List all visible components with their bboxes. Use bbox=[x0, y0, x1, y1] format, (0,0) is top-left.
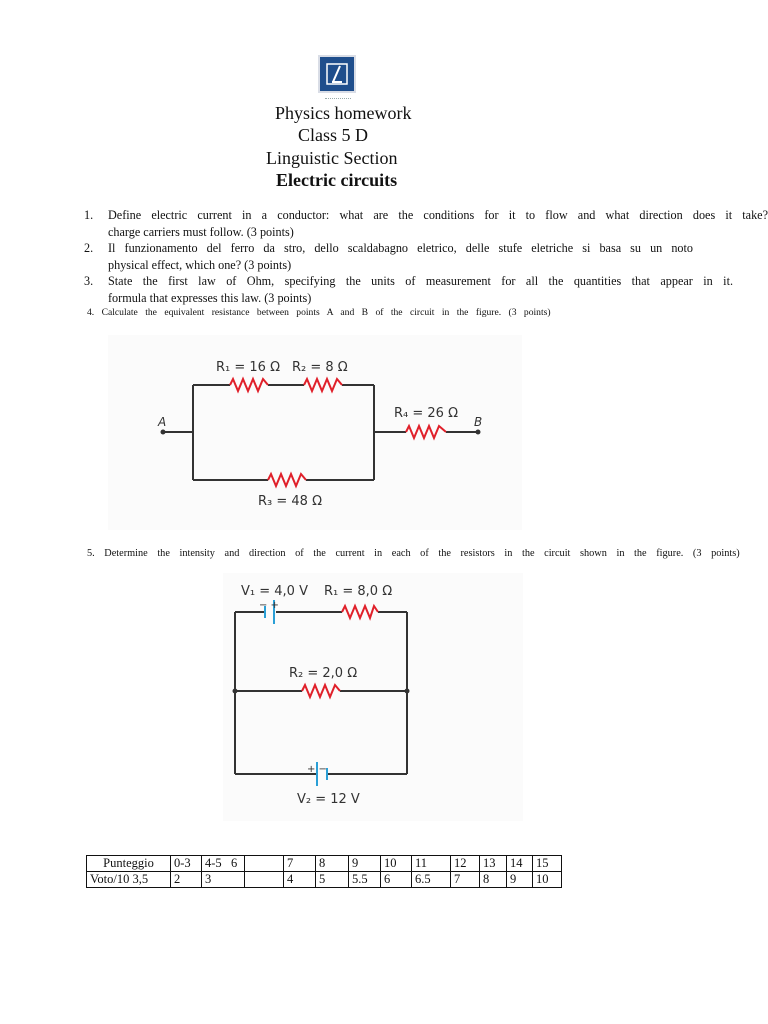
grade-row-score: Punteggio 0-3 4-5 6 7 8 9 10 11 12 13 14… bbox=[86, 855, 562, 872]
label-r1: R₁ = 16 Ω bbox=[216, 360, 280, 375]
table-cell: 6.5 bbox=[411, 871, 451, 888]
question-text: State the first law of Ohm, specifying t… bbox=[108, 274, 733, 288]
circuit-2-resistors bbox=[301, 603, 379, 700]
table-cell: 6 bbox=[380, 871, 412, 888]
table-cell: 13 bbox=[479, 855, 507, 872]
table-cell: 4-5 bbox=[201, 855, 228, 872]
label-v2: V₂ = 12 V bbox=[297, 792, 360, 807]
question-number: 1. bbox=[84, 208, 94, 222]
label-v2-polarity: + − bbox=[307, 764, 327, 775]
table-cell: 5.5 bbox=[348, 871, 381, 888]
table-cell: 5 bbox=[315, 871, 349, 888]
question-4: 4. Calculate the equivalent resistance b… bbox=[87, 307, 551, 318]
battery-v1-icon bbox=[264, 600, 275, 624]
header-title: Physics homework bbox=[275, 103, 412, 123]
resistor-r1 bbox=[229, 376, 269, 394]
table-cell: 11 bbox=[411, 855, 451, 872]
label-v1-polarity: − + bbox=[259, 600, 279, 611]
table-cell: 9 bbox=[506, 871, 533, 888]
table-cell: 2 bbox=[170, 871, 202, 888]
question-number: 2. bbox=[84, 241, 94, 255]
resistor-r4 bbox=[405, 423, 447, 441]
node-a-dot bbox=[160, 429, 166, 435]
table-cell: 15 bbox=[532, 855, 562, 872]
header-topic: Electric circuits bbox=[276, 170, 398, 190]
header-section: Linguistic Section bbox=[266, 148, 398, 168]
question-1: 1. Define electric current in a conducto… bbox=[84, 207, 768, 240]
table-cell: Punteggio bbox=[86, 855, 171, 872]
table-cell: 6 bbox=[228, 855, 245, 872]
resistor-r2 bbox=[301, 682, 341, 700]
question-text-cont: charge carriers must follow. (3 points) bbox=[108, 224, 294, 239]
label-r2: R₂ = 8 Ω bbox=[292, 360, 348, 375]
label-r3: R₃ = 48 Ω bbox=[258, 494, 322, 509]
label-r2: R₂ = 2,0 Ω bbox=[289, 666, 357, 681]
question-list: 1. Define electric current in a conducto… bbox=[84, 207, 768, 306]
question-number: 3. bbox=[84, 274, 94, 288]
node-b-dot bbox=[475, 429, 481, 435]
table-cell bbox=[244, 855, 284, 872]
circuit-1-resistors bbox=[229, 376, 447, 489]
resistor-r2 bbox=[303, 376, 343, 394]
resistor-r1 bbox=[341, 603, 379, 621]
question-text-cont: physical effect, which one? (3 points) bbox=[108, 257, 292, 272]
table-cell: 10 bbox=[380, 855, 412, 872]
junction-left bbox=[232, 688, 238, 694]
label-r1: R₁ = 8,0 Ω bbox=[324, 584, 392, 599]
label-v1: V₁ = 4,0 V bbox=[241, 584, 308, 599]
grade-table: Punteggio 0-3 4-5 6 7 8 9 10 11 12 13 14… bbox=[86, 855, 562, 888]
resistor-r3 bbox=[267, 471, 307, 489]
table-cell: 12 bbox=[450, 855, 480, 872]
junction-right bbox=[404, 688, 410, 694]
logo-mark-icon bbox=[326, 63, 348, 85]
table-cell bbox=[244, 871, 284, 888]
logo-underline bbox=[325, 98, 351, 101]
question-5: 5. Determine the intensity and direction… bbox=[87, 548, 740, 559]
circuit-diagram-1: R₁ = 16 Ω R₂ = 8 Ω R₃ = 48 Ω R₄ = 26 Ω A… bbox=[108, 335, 522, 530]
table-cell: 0-3 bbox=[170, 855, 202, 872]
grade-row-mark: Voto/10 3,5 2 3 4 5 5.5 6 6.5 7 8 9 10 bbox=[86, 871, 562, 888]
table-cell: 3 bbox=[201, 871, 245, 888]
table-cell: 8 bbox=[315, 855, 349, 872]
question-2: 2. Il funzionamento del ferro da stro, d… bbox=[84, 240, 768, 273]
question-3: 3. State the first law of Ohm, specifyin… bbox=[84, 273, 768, 306]
question-text: Define electric current in a conductor: … bbox=[108, 208, 768, 222]
circuit-1-wires bbox=[163, 384, 478, 481]
circuit-diagram-2: V₁ = 4,0 V R₁ = 8,0 Ω − + R₂ = 2,0 Ω + −… bbox=[223, 573, 523, 821]
label-node-a: A bbox=[157, 415, 166, 429]
question-text-cont: formula that expresses this law. (3 poin… bbox=[108, 290, 312, 305]
battery-v2-icon bbox=[316, 762, 328, 786]
label-node-b: B bbox=[474, 415, 482, 429]
table-cell: 4 bbox=[283, 871, 316, 888]
school-logo bbox=[318, 55, 356, 93]
table-cell: 10 bbox=[532, 871, 562, 888]
circuit-2-wires bbox=[234, 611, 408, 775]
table-cell: 7 bbox=[283, 855, 316, 872]
table-cell: 8 bbox=[479, 871, 507, 888]
question-text: Il funzionamento del ferro da stro, dell… bbox=[108, 241, 693, 255]
table-cell: 9 bbox=[348, 855, 381, 872]
table-cell: 14 bbox=[506, 855, 533, 872]
label-r4: R₄ = 26 Ω bbox=[394, 406, 458, 421]
table-cell: 7 bbox=[450, 871, 480, 888]
table-cell: Voto/10 3,5 bbox=[86, 871, 171, 888]
header-class: Class 5 D bbox=[298, 125, 369, 145]
